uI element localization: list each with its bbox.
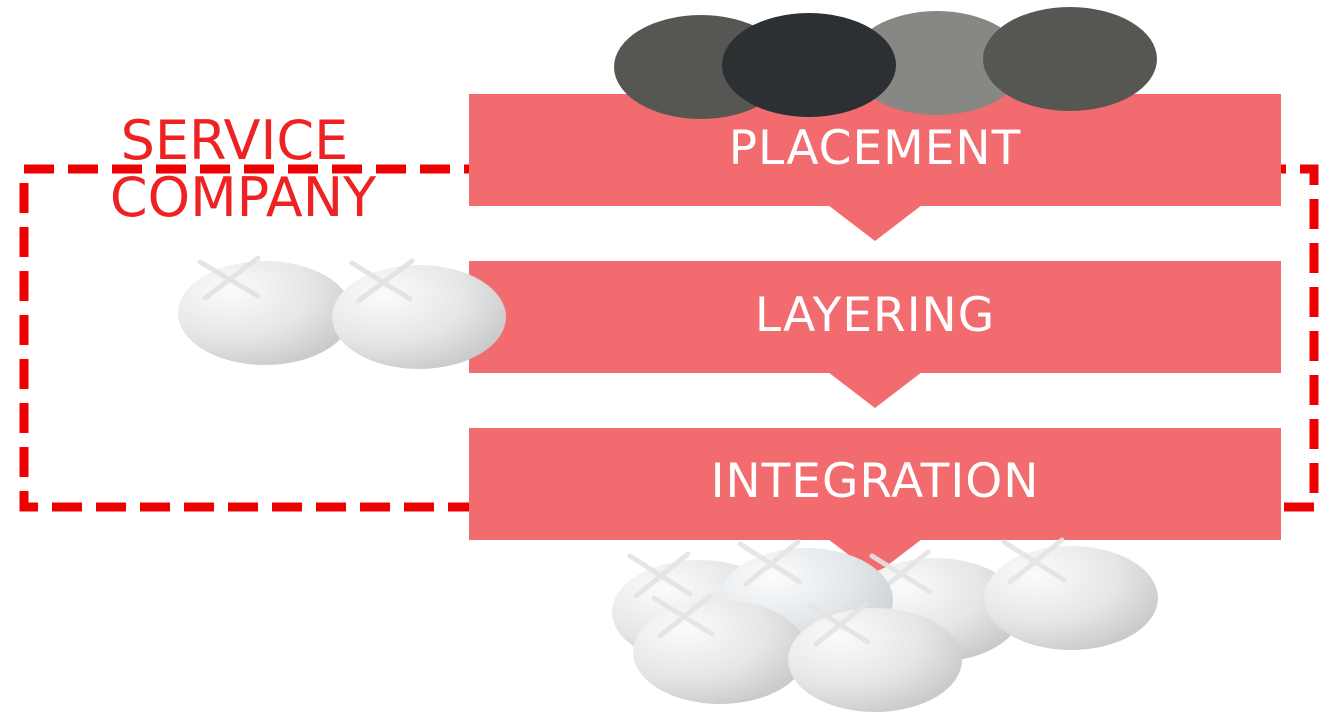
stage-layering-label: LAYERING [755,288,995,343]
down-pointer-icon [828,372,922,408]
dirty-money-coins [614,7,1157,119]
dark-coin-icon [850,11,1024,115]
layered-money-coins [178,255,506,369]
stage-placement: PLACEMENT [469,94,1281,241]
shiny-coin-icon [788,601,962,712]
stage-layering: LAYERING [469,261,1281,408]
dark-coin-icon [722,13,896,117]
stage-placement-box [469,94,1281,206]
stage-integration: INTEGRATION [469,428,1281,575]
shiny-coin-icon [633,593,807,704]
down-pointer-icon [828,205,922,241]
stage-placement-label: PLACEMENT [729,121,1022,176]
clean-money-coins [612,537,1158,712]
shiny-coin-icon [178,255,352,365]
service-company-line1: SERVICE [121,109,349,172]
stage-layering-box [469,261,1281,373]
service-company-label: SERVICE COMPANY [110,109,377,229]
stage-integration-box [469,428,1281,540]
service-company-line2: COMPANY [110,166,377,229]
shiny-coin-icon [332,258,506,369]
dark-coin-icon [983,7,1157,111]
stage-integration-label: INTEGRATION [711,454,1040,509]
shiny-coin-icon [984,537,1158,650]
